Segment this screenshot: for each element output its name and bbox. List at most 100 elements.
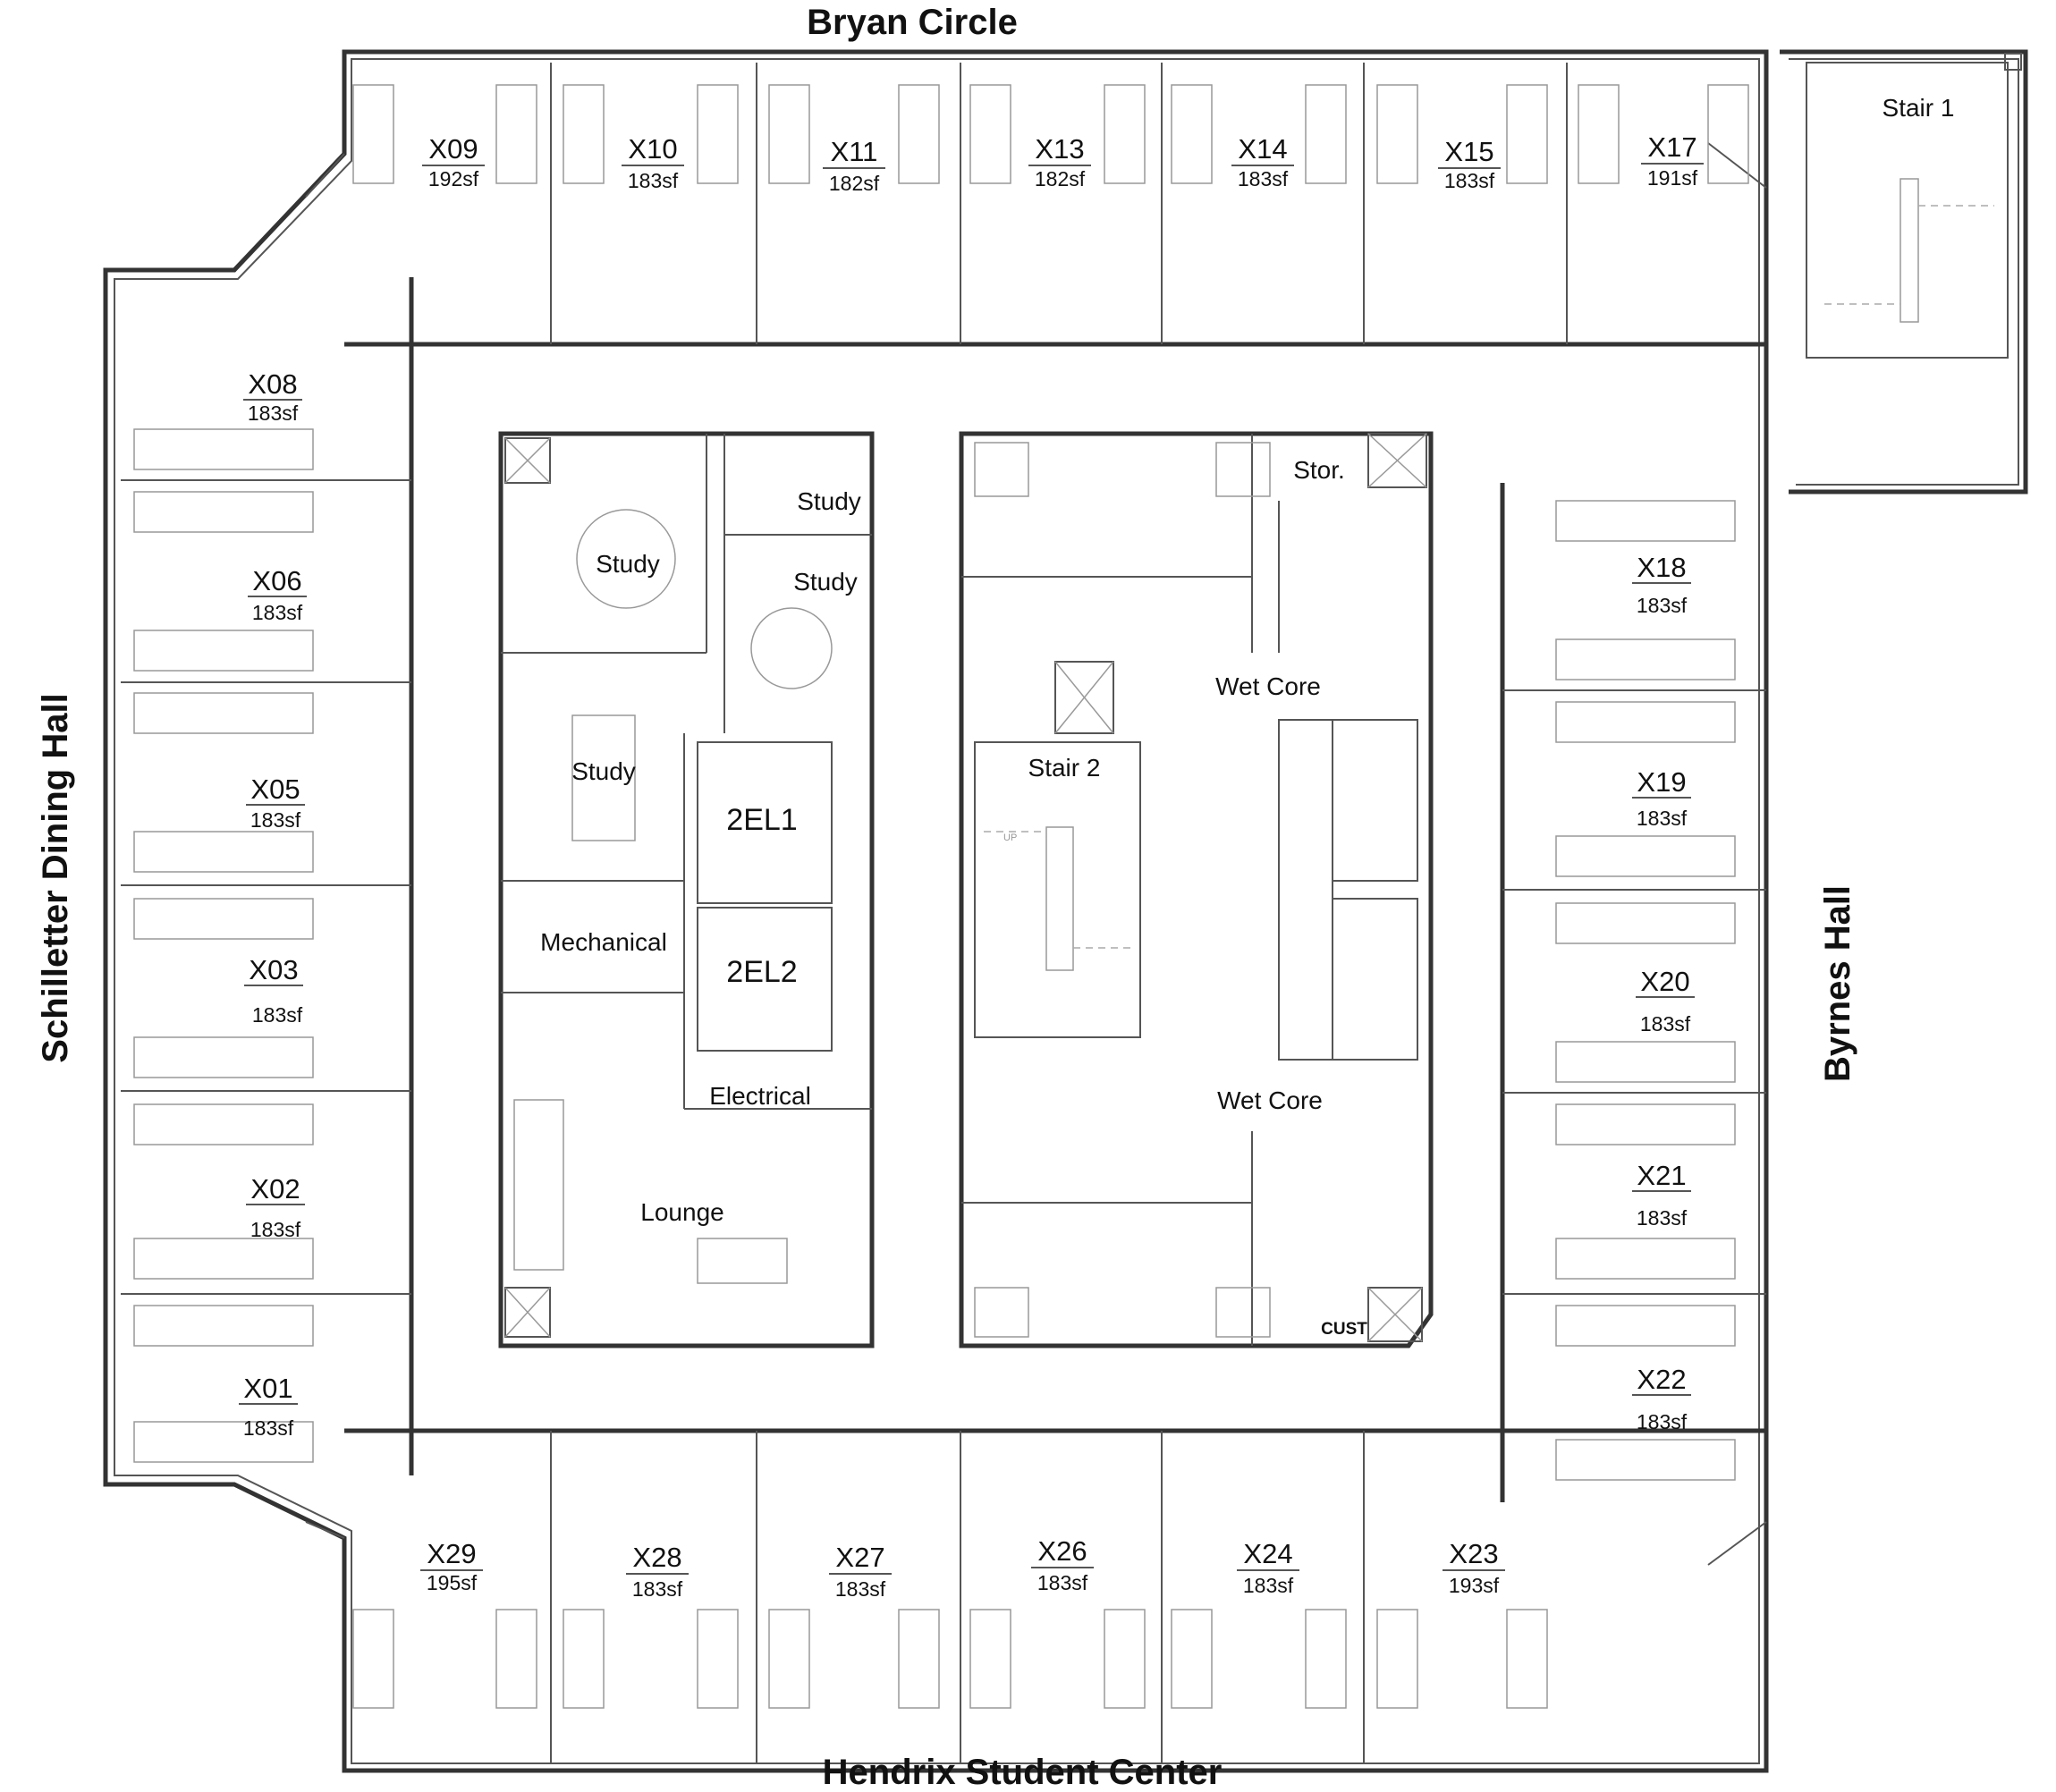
room-label-X09: X09 192sf	[422, 133, 485, 190]
room-label-X24: X24 183sf	[1237, 1538, 1299, 1597]
svg-text:183sf: 183sf	[243, 1416, 294, 1440]
room-label-X19: X19 183sf	[1632, 766, 1691, 830]
svg-text:183sf: 183sf	[628, 169, 679, 192]
space-label-study-square: Study	[793, 568, 858, 596]
svg-text:182sf: 182sf	[829, 172, 880, 195]
room-label-X05: X05 183sf	[246, 773, 305, 832]
svg-text:X23: X23	[1449, 1538, 1498, 1569]
svg-text:X06: X06	[252, 565, 301, 596]
svg-text:X13: X13	[1035, 133, 1084, 165]
space-label-mechanical: Mechanical	[540, 928, 667, 956]
street-label-west: Schilletter Dining Hall	[36, 693, 75, 1062]
room-label-X02: X02 183sf	[246, 1173, 305, 1241]
room-label-X15: X15 183sf	[1438, 136, 1501, 192]
svg-text:183sf: 183sf	[250, 1218, 301, 1241]
room-label-X03: X03 183sf	[244, 954, 303, 1027]
svg-text:183sf: 183sf	[1637, 594, 1688, 617]
room-label-X21: X21 183sf	[1632, 1160, 1691, 1230]
room-label-X13: X13 182sf	[1028, 133, 1091, 190]
room-label-X18: X18 183sf	[1632, 552, 1691, 617]
svg-text:X22: X22	[1637, 1364, 1686, 1395]
svg-text:X10: X10	[628, 133, 677, 165]
room-label-X29: X29 195sf	[420, 1538, 483, 1594]
svg-text:X20: X20	[1640, 966, 1689, 997]
svg-text:183sf: 183sf	[248, 402, 299, 425]
svg-text:183sf: 183sf	[1243, 1574, 1294, 1597]
street-label-north: Bryan Circle	[807, 3, 1018, 42]
svg-text:X15: X15	[1444, 136, 1493, 167]
svg-text:X24: X24	[1243, 1538, 1292, 1569]
svg-text:X26: X26	[1037, 1535, 1087, 1567]
space-label-wet-core-lower: Wet Core	[1217, 1086, 1323, 1114]
svg-text:192sf: 192sf	[428, 167, 479, 190]
space-label-study-round: Study	[596, 550, 660, 578]
svg-text:183sf: 183sf	[835, 1577, 886, 1601]
street-label-south: Hendrix Student Center	[823, 1753, 1223, 1792]
svg-text:183sf: 183sf	[1444, 169, 1495, 192]
svg-text:183sf: 183sf	[1637, 807, 1688, 830]
stair1-tower	[1806, 53, 2022, 359]
svg-text:X02: X02	[250, 1173, 300, 1205]
space-label-storage: Stor.	[1293, 456, 1345, 484]
space-label-stair2: Stair 2	[1028, 754, 1101, 782]
svg-text:X05: X05	[250, 773, 300, 805]
room-label-X27: X27 183sf	[829, 1542, 892, 1601]
space-label-wet-core-upper: Wet Core	[1215, 672, 1321, 700]
bottom-room-row	[344, 1428, 1766, 1763]
svg-text:183sf: 183sf	[1637, 1410, 1688, 1433]
svg-text:183sf: 183sf	[632, 1577, 683, 1601]
room-label-X23: X23 193sf	[1443, 1538, 1505, 1597]
svg-text:X09: X09	[428, 133, 478, 165]
svg-text:X29: X29	[427, 1538, 476, 1569]
space-label-elevator1: 2EL1	[726, 803, 797, 837]
right-room-column	[1500, 483, 1766, 1502]
exterior-walls	[103, 49, 2028, 1773]
room-label-X10: X10 183sf	[622, 133, 684, 192]
svg-text:183sf: 183sf	[1637, 1206, 1688, 1230]
east-core-block	[959, 431, 1434, 1348]
svg-text:X19: X19	[1637, 766, 1686, 798]
svg-text:X21: X21	[1637, 1160, 1686, 1191]
room-label-X06: X06 183sf	[248, 565, 307, 624]
stair-up-label: UP	[1003, 833, 1017, 843]
svg-text:X03: X03	[249, 954, 298, 985]
room-label-X28: X28 183sf	[626, 1542, 689, 1601]
svg-text:X28: X28	[632, 1542, 681, 1573]
room-label-X01: X01 183sf	[239, 1373, 298, 1440]
room-label-X08: X08 183sf	[243, 368, 302, 425]
space-label-lounge: Lounge	[640, 1198, 723, 1226]
top-room-row	[344, 63, 1766, 347]
svg-text:X08: X08	[248, 368, 297, 400]
space-label-elevator2: 2EL2	[726, 955, 797, 989]
space-label-stair1: Stair 1	[1883, 94, 1955, 122]
svg-text:191sf: 191sf	[1647, 166, 1698, 190]
svg-text:X17: X17	[1647, 131, 1696, 163]
svg-text:182sf: 182sf	[1035, 167, 1086, 190]
room-label-X22: X22 183sf	[1632, 1364, 1691, 1433]
svg-text:X11: X11	[831, 136, 878, 167]
space-label-study-table: Study	[571, 757, 636, 785]
svg-text:183sf: 183sf	[1238, 167, 1289, 190]
west-core-block	[498, 431, 875, 1348]
room-label-X26: X26 183sf	[1031, 1535, 1094, 1594]
svg-text:193sf: 193sf	[1449, 1574, 1500, 1597]
room-label-X11: X11 182sf	[823, 136, 885, 195]
svg-text:183sf: 183sf	[1640, 1012, 1691, 1035]
space-label-study-small: Study	[797, 487, 861, 515]
left-room-column	[121, 277, 414, 1475]
street-label-east: Byrnes Hall	[1818, 885, 1857, 1082]
room-label-X20: X20 183sf	[1636, 966, 1695, 1035]
svg-text:183sf: 183sf	[252, 601, 303, 624]
space-label-electrical: Electrical	[709, 1082, 811, 1110]
room-label-X14: X14 183sf	[1231, 133, 1294, 190]
svg-text:183sf: 183sf	[252, 1003, 303, 1027]
svg-text:X18: X18	[1637, 552, 1686, 583]
svg-text:X01: X01	[243, 1373, 292, 1404]
room-label-X17: X17 191sf	[1641, 131, 1704, 190]
svg-text:183sf: 183sf	[1037, 1571, 1088, 1594]
svg-text:X14: X14	[1238, 133, 1287, 165]
svg-text:183sf: 183sf	[250, 808, 301, 832]
space-label-custodial: CUST	[1321, 1320, 1367, 1339]
svg-text:X27: X27	[835, 1542, 884, 1573]
